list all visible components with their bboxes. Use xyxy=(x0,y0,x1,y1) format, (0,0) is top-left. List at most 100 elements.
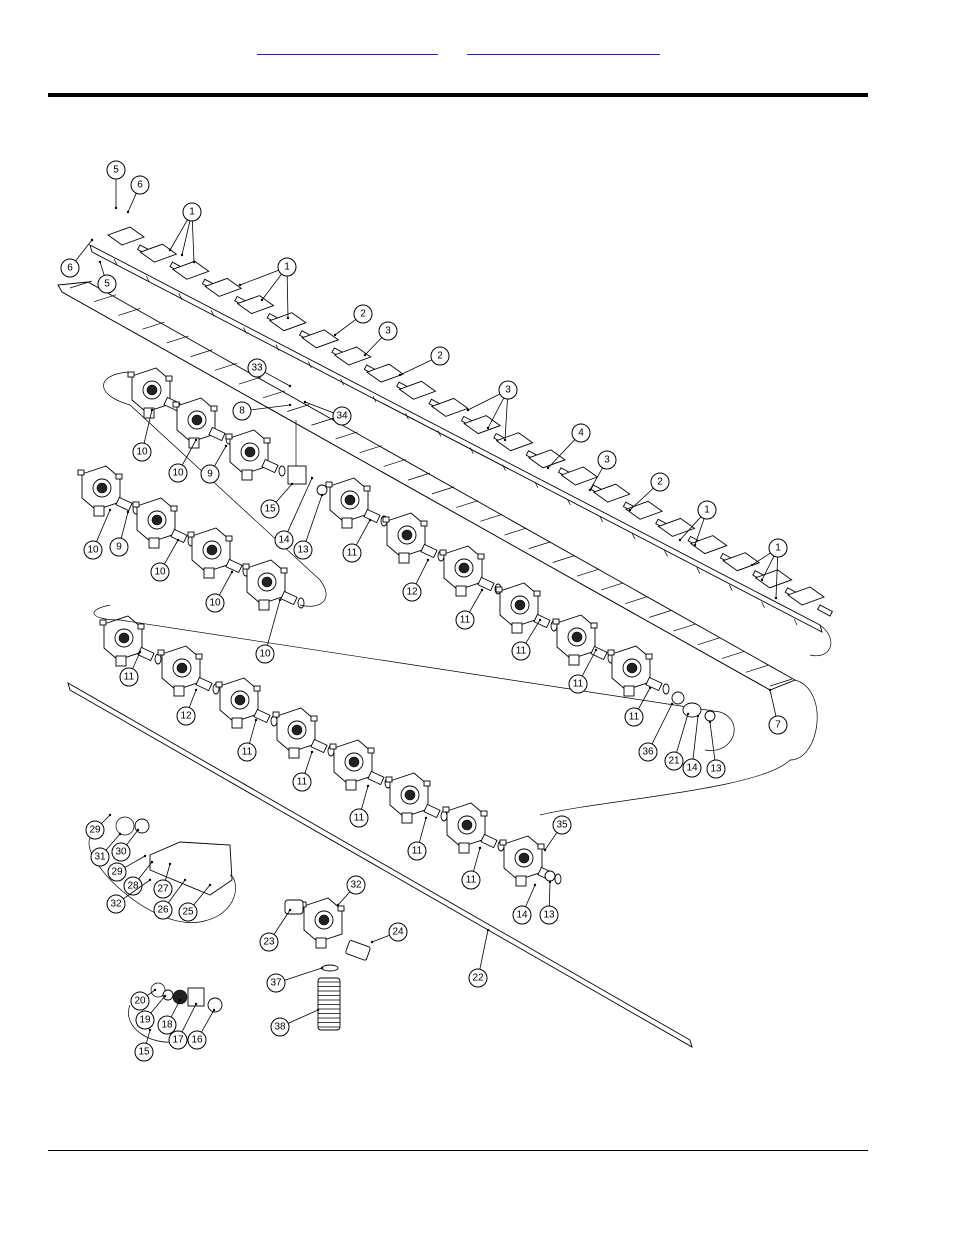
callout-label: 13 xyxy=(710,764,722,775)
callout-leader xyxy=(75,239,93,262)
shield-rib xyxy=(721,651,744,659)
shield-rib xyxy=(552,555,575,563)
detail-shaft-stub xyxy=(345,940,371,961)
coupler xyxy=(367,770,385,786)
callout-circle xyxy=(455,610,475,630)
leader-tip xyxy=(286,316,290,320)
callout-11: 11 xyxy=(407,841,427,861)
slat xyxy=(754,569,793,589)
callout-leader xyxy=(334,319,357,336)
callout-leader xyxy=(288,1009,319,1024)
callout-29: 29 xyxy=(107,862,127,882)
callout-label: 24 xyxy=(392,927,404,938)
gearbox xyxy=(495,582,541,634)
callout-21: 21 xyxy=(664,751,684,771)
leader-tip xyxy=(118,832,122,836)
gearbox xyxy=(272,707,318,759)
header-link-right[interactable] xyxy=(467,40,660,55)
slat-bolt xyxy=(696,567,701,574)
leader-tip xyxy=(148,1028,152,1032)
callout-36: 36 xyxy=(638,742,658,762)
leader-tip xyxy=(370,940,374,944)
leader-tip xyxy=(546,466,550,470)
slat xyxy=(625,500,664,520)
callout-32: 32 xyxy=(106,894,126,914)
callout-label: 29 xyxy=(111,867,123,878)
leader-tip xyxy=(548,880,552,884)
callout-label: 5 xyxy=(113,165,119,176)
callout-circle xyxy=(130,175,150,195)
leader-tip xyxy=(126,510,130,514)
slat-bolt xyxy=(728,584,733,591)
callout-circle xyxy=(468,968,488,988)
washer xyxy=(154,653,162,665)
callout-label: 29 xyxy=(89,825,101,836)
coupler xyxy=(195,676,213,692)
callout-leader xyxy=(132,651,141,669)
shield-rib xyxy=(214,363,237,371)
callout-circle xyxy=(650,472,670,492)
bearing-block xyxy=(287,465,307,485)
callout-label: 36 xyxy=(642,747,654,758)
callout-10: 10 xyxy=(132,442,152,462)
header-rule xyxy=(48,93,868,97)
callout-24: 24 xyxy=(388,922,408,942)
callout-leader xyxy=(629,487,654,511)
callout-leader xyxy=(188,689,197,708)
callout-circle xyxy=(85,820,105,840)
slat xyxy=(560,466,599,486)
callout-label: 32 xyxy=(350,880,362,891)
leader-tip xyxy=(178,998,182,1002)
gearbox xyxy=(329,739,375,791)
callout-leader xyxy=(127,193,137,213)
callout-6: 6 xyxy=(130,175,150,195)
lock-collar xyxy=(316,484,328,496)
slat-bolt xyxy=(243,327,247,334)
callout-circle xyxy=(130,991,150,1011)
callout-27: 27 xyxy=(153,879,173,899)
callout-circle xyxy=(150,562,170,582)
callout-1: 1 xyxy=(697,500,717,520)
shield-rib xyxy=(238,376,262,385)
callout-18: 18 xyxy=(157,1015,177,1035)
leader-tip xyxy=(288,908,292,912)
callout-circle xyxy=(512,905,532,925)
callout-label: 1 xyxy=(189,207,195,218)
leader-tip xyxy=(480,588,484,592)
leader-tip xyxy=(533,883,537,887)
washer xyxy=(440,810,448,822)
callout-leader xyxy=(525,884,536,907)
washer xyxy=(554,873,562,885)
callout-leader xyxy=(676,713,689,753)
callout-10: 10 xyxy=(150,562,170,582)
callout-label: 6 xyxy=(67,263,73,274)
coupler xyxy=(208,426,226,442)
callout-circle xyxy=(176,706,196,726)
shield-rib xyxy=(335,431,358,440)
shield-rib xyxy=(69,280,93,289)
coupler xyxy=(363,508,381,524)
gearbox xyxy=(499,835,545,887)
callout-label: 10 xyxy=(87,545,99,556)
callout-16: 16 xyxy=(187,1030,207,1050)
leader-tip xyxy=(336,903,340,907)
callout-11: 11 xyxy=(292,772,312,792)
leader-tip xyxy=(543,848,547,852)
header-link-left[interactable] xyxy=(257,40,438,55)
top-rail-end xyxy=(809,624,832,657)
callout-label: 10 xyxy=(259,649,271,660)
callout-label: 11 xyxy=(242,747,253,758)
leader-tip xyxy=(163,994,167,998)
leader-tip xyxy=(98,260,102,264)
callout-10: 10 xyxy=(255,644,275,664)
callout-circle xyxy=(109,537,129,557)
leader-tip xyxy=(108,813,112,817)
callout-label: 15 xyxy=(264,504,276,515)
slat-bolt xyxy=(469,447,474,454)
slat xyxy=(527,449,566,469)
callout-29: 29 xyxy=(85,820,105,840)
coupler xyxy=(225,558,243,574)
leader-tip xyxy=(478,846,482,850)
slat-bolt xyxy=(793,618,798,626)
callout-34: 34 xyxy=(332,406,352,426)
